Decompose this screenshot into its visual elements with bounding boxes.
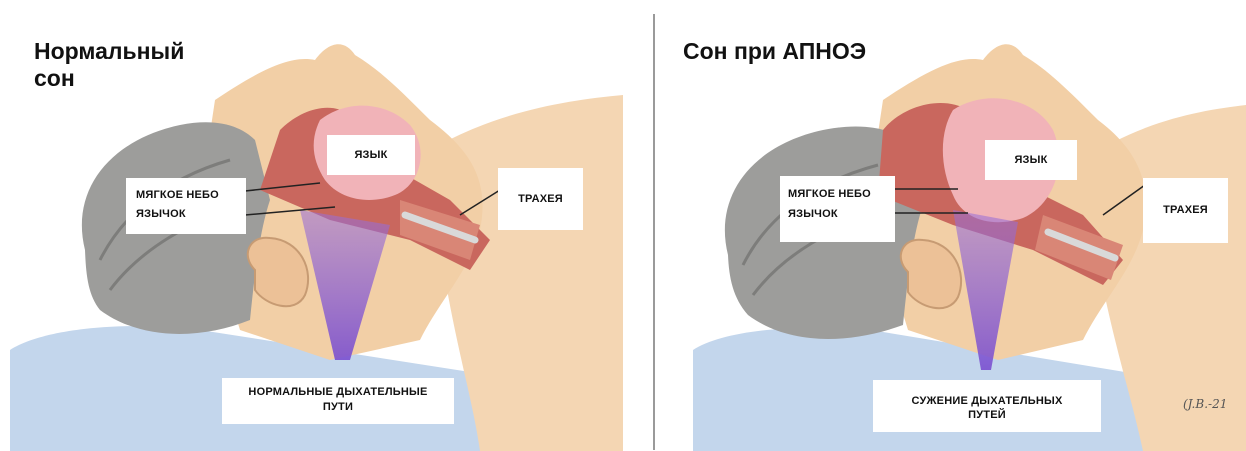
trachea-label: ТРАХЕЯ: [498, 168, 583, 230]
tongue-label: ЯЗЫК: [327, 135, 415, 175]
soft-palate-uvula-label-box: МЯГКОЕ НЕБО ЯЗЫЧОК: [126, 178, 246, 234]
uvula-label: ЯЗЫЧОК: [136, 205, 246, 224]
airway-label-line-2: ПУТИ: [222, 400, 454, 415]
uvula-label: ЯЗЫЧОК: [788, 204, 895, 224]
title-line-1: Нормальный: [34, 38, 184, 64]
soft-palate-label: МЯГКОЕ НЕБО: [136, 186, 246, 205]
airway-label-line-2: ПУТЕЙ: [873, 408, 1101, 422]
narrowed-airway-label: СУЖЕНИЕ ДЫХАТЕЛЬНЫХ ПУТЕЙ: [873, 380, 1101, 432]
airway-label-line-1: СУЖЕНИЕ ДЫХАТЕЛЬНЫХ: [873, 394, 1101, 408]
normal-airway-label: НОРМАЛЬНЫЕ ДЫХАТЕЛЬНЫЕ ПУТИ: [222, 378, 454, 424]
normal-sleep-title: Нормальный сон: [34, 38, 184, 92]
artist-signature: (J.B.-21: [1183, 397, 1227, 411]
title-line-2: сон: [34, 65, 75, 91]
soft-palate-uvula-label-box: МЯГКОЕ НЕБО ЯЗЫЧОК: [780, 176, 895, 242]
normal-sleep-panel: Нормальный сон ЯЗЫК МЯГКОЕ НЕБО ЯЗЫЧОК Т…: [0, 0, 623, 451]
airway-label-line-1: НОРМАЛЬНЫЕ ДЫХАТЕЛЬНЫЕ: [222, 385, 454, 400]
soft-palate-label: МЯГКОЕ НЕБО: [788, 184, 895, 204]
trachea-label: ТРАХЕЯ: [1143, 178, 1228, 243]
apnea-sleep-panel: (J.B.-21 Сон при АПНОЭ ЯЗЫК МЯГКОЕ НЕБО …: [623, 0, 1246, 451]
apnea-sleep-title: Сон при АПНОЭ: [683, 38, 866, 65]
tongue-label: ЯЗЫК: [985, 140, 1077, 180]
